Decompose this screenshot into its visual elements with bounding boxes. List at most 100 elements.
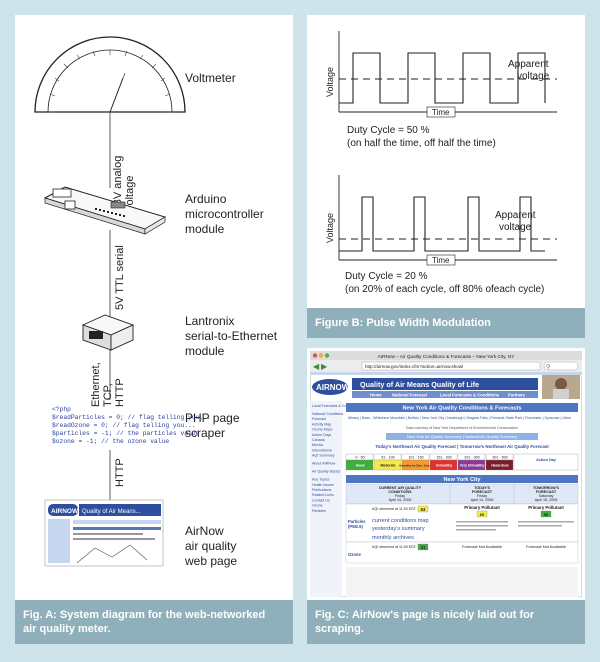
particles-label[interactable]: Particles(PM2.5) (348, 519, 366, 529)
sidebar-link[interactable]: Activity Map (312, 422, 331, 426)
sidebar-link[interactable]: National Conditions (312, 412, 343, 416)
aqi-category-swatch (457, 459, 486, 471)
aqi-range-label: 51 - 100 (381, 456, 394, 460)
aqi-range-label: 101 - 150 (408, 456, 423, 460)
summary-bar[interactable]: New York Air Quality Summary | National … (407, 434, 517, 439)
airnow-thumbnail: AIRNOW Quality of Air Means... (44, 499, 164, 567)
sidebar-link[interactable]: Local Forecasts & Conditions (312, 404, 359, 408)
svg-text:April 14, 2006: April 14, 2006 (471, 498, 494, 502)
forward-button[interactable]: ▶ (321, 362, 328, 371)
action-day-label[interactable]: Action Day (536, 458, 557, 462)
sidebar-link[interactable]: Publications (312, 488, 332, 492)
aqi-category-label: Moderate (380, 464, 395, 468)
particles-aqi-value: 63 (421, 507, 426, 512)
monthly-archives-link[interactable]: monthly archives (372, 535, 414, 541)
sidebar-link[interactable]: Action Days (312, 433, 331, 437)
state-title: New York Air Quality Conditions & Foreca… (403, 406, 522, 412)
nav-partners[interactable]: Partners (508, 393, 526, 398)
sidebar-link[interactable]: International (312, 448, 332, 452)
sidebar-link[interactable]: Air Quality Basics (312, 470, 340, 474)
nav-home[interactable]: Home (370, 393, 382, 398)
http-link-label: HTTP (114, 458, 126, 487)
sidebar-link[interactable]: About AIRNow (312, 462, 336, 466)
aqi-category-swatch (345, 459, 374, 471)
nav-national-forecast[interactable]: National Forecast (392, 393, 428, 398)
svg-text:Primary Pollutant: Primary Pollutant (528, 505, 564, 510)
back-button[interactable]: ◀ (313, 362, 320, 371)
svg-text:AQI observed at 11:00 EDT:: AQI observed at 11:00 EDT: (372, 507, 417, 511)
voltage-axis-label-2: Voltage (325, 213, 335, 243)
particles-row: Particles(PM2.5) AQI observed at 11:00 E… (345, 503, 579, 543)
svg-text:$ozone = -1; // the oz: $ozone = -1; // the ozone value (52, 438, 169, 445)
aqi-category-label: Unhealthy (436, 464, 453, 468)
courtesy-note: Data courtesy of New York Department of … (406, 426, 518, 430)
url-field[interactable]: http://airnow.gov/index.cfm?action=airno… (365, 364, 463, 369)
ozone-label[interactable]: Ozone (348, 552, 361, 557)
svg-text:CURRENT AIR QUALITY: CURRENT AIR QUALITY (379, 486, 422, 490)
svg-text:Saturday: Saturday (539, 494, 554, 498)
svg-text:AQI observed at 11:00 EDT:: AQI observed at 11:00 EDT: (372, 545, 417, 549)
airnow-logo: AIRNOW (316, 383, 350, 392)
svg-text:Forecast Not Available: Forecast Not Available (526, 544, 567, 549)
svg-text:Forecast Not Available: Forecast Not Available (462, 544, 503, 549)
aqi-range-label: 201 - 300 (464, 456, 479, 460)
today-forecast-value: 60 (480, 512, 485, 517)
sidebar-link[interactable]: Related Links (312, 493, 334, 497)
arduino-board-icon (43, 186, 167, 235)
svg-text:April 15, 2006: April 15, 2006 (535, 498, 558, 502)
tomorrow-forecast-value: 50 (544, 512, 549, 517)
php-code-snippet: <?php $readParticles = 0; // flag tellin… (52, 406, 211, 445)
svg-text:Friday: Friday (395, 494, 405, 498)
ozone-row: Ozone AQI observed at 11:00 EDT: 31 Fore… (345, 541, 579, 564)
sidebar-link[interactable]: AQI Summary (312, 454, 335, 458)
search-icon[interactable]: ⚲ (546, 364, 550, 371)
browser-window-title: AIRNow – Air Quality Conditions & Foreca… (378, 354, 516, 359)
nav-local-forecasts[interactable]: Local Forecasts & Conditions (440, 393, 500, 398)
current-conditions-map-link[interactable]: current conditions map (372, 518, 429, 524)
svg-text:TOMORROW'S: TOMORROW'S (533, 486, 560, 490)
airnow-banner: Quality of Air Means Quality of Life (360, 380, 479, 389)
aqi-range-label: 301 - 500 (492, 456, 507, 460)
serial-link-label: 5V TTL serial (114, 245, 126, 310)
svg-text:<?php: <?php (52, 406, 71, 413)
city-links[interactable]: Albany | Bass - Whiteface Mountain | Buf… (348, 416, 571, 420)
fig-c-caption: Fig. C: AirNow's page is nicely laid out… (307, 600, 585, 644)
aqi-range-label: 0 - 50 (355, 456, 364, 460)
sidebar-link[interactable]: Forecast (312, 417, 326, 421)
svg-text:TODAY'S: TODAY'S (474, 486, 490, 490)
time-axis-label-2: Time (432, 256, 450, 265)
sidebar-link[interactable]: Mexico (312, 443, 323, 447)
svg-text:FORECAST: FORECAST (536, 490, 557, 494)
voltmeter-label: Voltmeter (185, 71, 236, 85)
sidebar-link[interactable]: Health Issues (312, 483, 334, 487)
svg-text:$particles = -1; // the pa: $particles = -1; // the particles value (52, 430, 200, 437)
svg-text:0-3V analogvoltage: 0-3V analogvoltage (112, 156, 136, 215)
svg-text:Quality of Air Means...: Quality of Air Means... (82, 509, 141, 515)
aqi-category-label: Unhealthy for Sens. Groups (399, 464, 434, 468)
svg-text:$readParticles = 0; // flag t: $readParticles = 0; // flag telling you.… (52, 414, 211, 421)
svg-text:Primary Pollutant: Primary Pollutant (464, 505, 500, 510)
svg-text:April 14, 2006: April 14, 2006 (389, 498, 412, 502)
aqi-category-swatch (429, 459, 458, 471)
sidebar-link[interactable]: Ozone Maps (312, 428, 333, 432)
sidebar-link[interactable]: Canada (312, 438, 325, 442)
airnow-browser-screenshot: AIRNow – Air Quality Conditions & Foreca… (310, 351, 582, 597)
sidebar-link[interactable]: Key Topics (312, 478, 330, 482)
fig-b-caption: Figure B: Pulse Width Modulation (307, 308, 585, 338)
svg-text:FORECAST: FORECAST (472, 490, 493, 494)
voltage-axis-label: Voltage (325, 67, 335, 97)
aqi-category-label: Hazardous (491, 464, 508, 468)
sidebar-link[interactable]: Particles (312, 509, 326, 513)
forecast-links[interactable]: Today's Northeast Air Quality Forecast |… (375, 444, 549, 449)
sidebar-link[interactable]: Contact Us (312, 498, 330, 502)
aqi-category-label: Very Unhealthy (460, 464, 485, 468)
sidebar-link[interactable]: Ozone (312, 504, 323, 508)
yesterdays-summary-link[interactable]: yesterday's summary (372, 526, 425, 532)
